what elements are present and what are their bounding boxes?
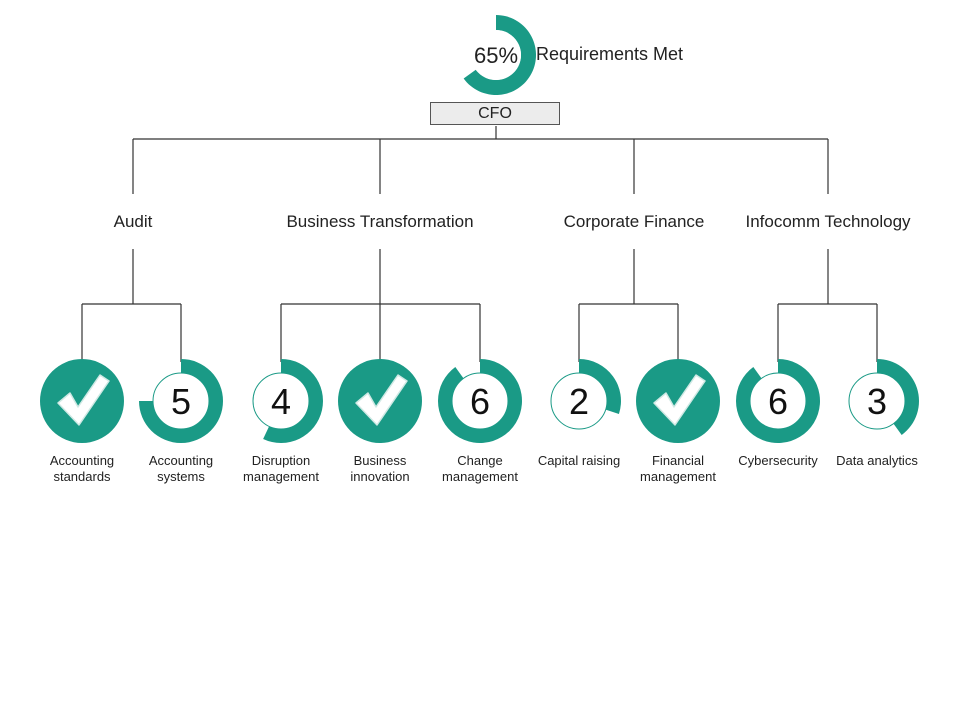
- skill-label[interactable]: Capital raising: [537, 453, 621, 468]
- skill-gauge[interactable]: 2: [550, 359, 622, 430]
- skill-gauge[interactable]: [636, 359, 720, 443]
- skill-gauge-center: [749, 372, 807, 430]
- skill-gauge-center: [550, 372, 608, 430]
- skill-gauge-fill: [736, 359, 820, 443]
- branch-label[interactable]: Corporate Finance: [563, 212, 705, 231]
- requirements-percent: 65%: [474, 43, 518, 68]
- skill-gauge[interactable]: 6: [438, 359, 522, 443]
- connector-lines: [81, 126, 878, 362]
- skill-gauge[interactable]: 4: [252, 359, 323, 443]
- requirements-gauge-center: [471, 30, 521, 80]
- skill-gauges: 5 4 6 2 6 3: [40, 359, 919, 443]
- skill-label[interactable]: Business innovation: [350, 453, 410, 484]
- skill-label[interactable]: Accounting systems: [148, 453, 214, 484]
- skill-gauge-center: [451, 372, 509, 430]
- skill-level-value: 2: [569, 381, 589, 422]
- skill-level-value: 6: [470, 381, 490, 422]
- skill-gauge-fill: [438, 359, 522, 443]
- skill-gauge-fill: [263, 359, 323, 443]
- skill-gauge[interactable]: 5: [139, 359, 223, 443]
- branch-label[interactable]: Audit: [113, 212, 153, 231]
- skill-label[interactable]: Change management: [442, 453, 518, 484]
- skill-label[interactable]: Accounting standards: [49, 453, 115, 484]
- skill-gauge[interactable]: [40, 359, 124, 443]
- skill-level-value: 5: [171, 381, 191, 422]
- requirements-gauge-fill: [463, 15, 536, 96]
- skill-gauge-fill: [139, 359, 223, 443]
- skill-label[interactable]: Financial management: [640, 453, 716, 484]
- skill-gauge[interactable]: [338, 359, 422, 443]
- skill-label[interactable]: Cybersecurity: [738, 453, 818, 468]
- branch-label[interactable]: Infocomm Technology: [745, 212, 911, 231]
- requirements-met-label: Requirements Met: [536, 44, 684, 64]
- skill-label[interactable]: Data analytics: [836, 453, 918, 468]
- checkmark-icon: [355, 374, 408, 426]
- skill-label[interactable]: Disruption management: [243, 453, 319, 484]
- root-node-cfo[interactable]: CFO: [430, 102, 560, 125]
- skill-gauge-center: [848, 372, 906, 430]
- checkmark-icon: [653, 374, 706, 426]
- skill-level-value: 6: [768, 381, 788, 422]
- checkmark-icon: [57, 374, 110, 426]
- skill-gauge[interactable]: 6: [736, 359, 820, 443]
- branch-label[interactable]: Business Transformation: [286, 212, 474, 231]
- skill-gauge-center: [152, 372, 210, 430]
- skill-gauge[interactable]: 3: [848, 359, 919, 435]
- skill-gauge-fill: [877, 359, 919, 435]
- skill-gauge-fill: [579, 359, 622, 414]
- skill-level-value: 3: [867, 381, 887, 422]
- requirements-gauge: 65%: [463, 15, 536, 96]
- skill-level-value: 4: [271, 381, 291, 422]
- skill-gauge-center: [252, 372, 310, 430]
